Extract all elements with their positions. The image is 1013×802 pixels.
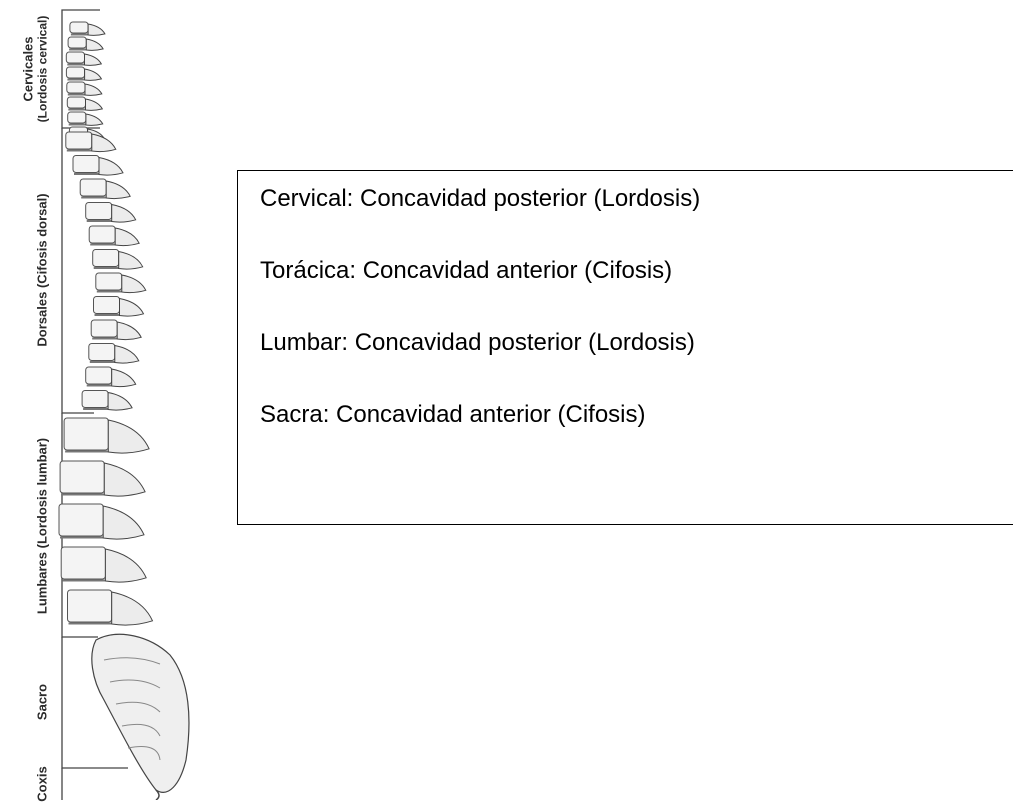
label-cervicales: Cervicales (Lordosis cervical) bbox=[22, 16, 51, 123]
label-dorsales: Dorsales (Cifosis dorsal) bbox=[36, 193, 51, 346]
spinous-process bbox=[119, 252, 143, 270]
spinous-process bbox=[108, 393, 132, 411]
vertebra-body bbox=[73, 156, 99, 173]
spinous-process bbox=[106, 181, 130, 199]
spinous-process bbox=[86, 99, 103, 110]
spinous-process bbox=[112, 205, 136, 223]
spinous-process bbox=[115, 228, 139, 246]
vertebra-body bbox=[67, 82, 85, 93]
label-dorsales-name: Dorsales (Cifosis dorsal) bbox=[36, 193, 51, 346]
label-coxis-name: Coxis bbox=[36, 766, 51, 801]
vertebra-body bbox=[68, 37, 86, 48]
spinous-process bbox=[85, 84, 102, 95]
vertebra-body bbox=[89, 226, 115, 243]
spinous-process bbox=[103, 506, 144, 539]
label-coxis: Coxis bbox=[36, 766, 51, 801]
vertebra-body bbox=[61, 547, 105, 579]
curvature-lumbar: Lumbar: Concavidad posterior (Lordosis) bbox=[260, 329, 695, 357]
vertebra-body bbox=[94, 297, 120, 314]
vertebra-body bbox=[82, 391, 108, 408]
vertebra-body bbox=[64, 418, 108, 450]
curvature-cervical: Cervical: Concavidad posterior (Lordosis… bbox=[260, 185, 700, 213]
spinous-process bbox=[112, 592, 153, 625]
vertebra-body bbox=[59, 504, 103, 536]
spinous-process bbox=[112, 369, 136, 387]
label-lumbares-name: Lumbares (Lordosis lumbar) bbox=[36, 438, 51, 614]
label-cervicales-name: Cervicales bbox=[22, 16, 37, 123]
spinous-process bbox=[122, 275, 146, 293]
vertebra-body bbox=[66, 52, 84, 63]
vertebra-body bbox=[66, 132, 92, 149]
vertebra-body bbox=[70, 22, 88, 33]
label-cervicales-curve: (Lordosis cervical) bbox=[37, 16, 51, 123]
label-lumbares: Lumbares (Lordosis lumbar) bbox=[36, 438, 51, 614]
vertebra-body bbox=[96, 273, 122, 290]
curvature-toracica: Torácica: Concavidad anterior (Cifosis) bbox=[260, 257, 672, 285]
vertebra-body bbox=[67, 97, 85, 108]
label-sacro: Sacro bbox=[36, 684, 51, 720]
label-sacro-name: Sacro bbox=[36, 684, 51, 720]
spinous-process bbox=[99, 158, 123, 176]
spinous-process bbox=[105, 549, 146, 582]
vertebra-body bbox=[68, 590, 112, 622]
spinous-process bbox=[92, 134, 116, 152]
vertebral-column bbox=[59, 22, 189, 800]
vertebra-body bbox=[68, 112, 86, 123]
curvatures-box: Cervical: Concavidad posterior (Lordosis… bbox=[237, 170, 1013, 525]
spinous-process bbox=[86, 114, 103, 125]
vertebra-body bbox=[93, 250, 119, 267]
vertebra-body bbox=[91, 320, 117, 337]
vertebra-body bbox=[86, 203, 112, 220]
spinous-process bbox=[117, 322, 141, 340]
spinous-process bbox=[108, 420, 149, 453]
vertebra-body bbox=[66, 67, 84, 78]
spinous-process bbox=[86, 39, 103, 50]
vertebra-body bbox=[86, 367, 112, 384]
spinous-process bbox=[120, 299, 144, 317]
vertebra-body bbox=[89, 344, 115, 361]
spinous-process bbox=[85, 69, 102, 80]
spinous-process bbox=[104, 463, 145, 496]
vertebra-body bbox=[60, 461, 104, 493]
curvature-sacra: Sacra: Concavidad anterior (Cifosis) bbox=[260, 401, 646, 429]
spinous-process bbox=[88, 24, 105, 35]
spinous-process bbox=[115, 346, 139, 364]
vertebra-body bbox=[80, 179, 106, 196]
spinous-process bbox=[85, 54, 102, 65]
